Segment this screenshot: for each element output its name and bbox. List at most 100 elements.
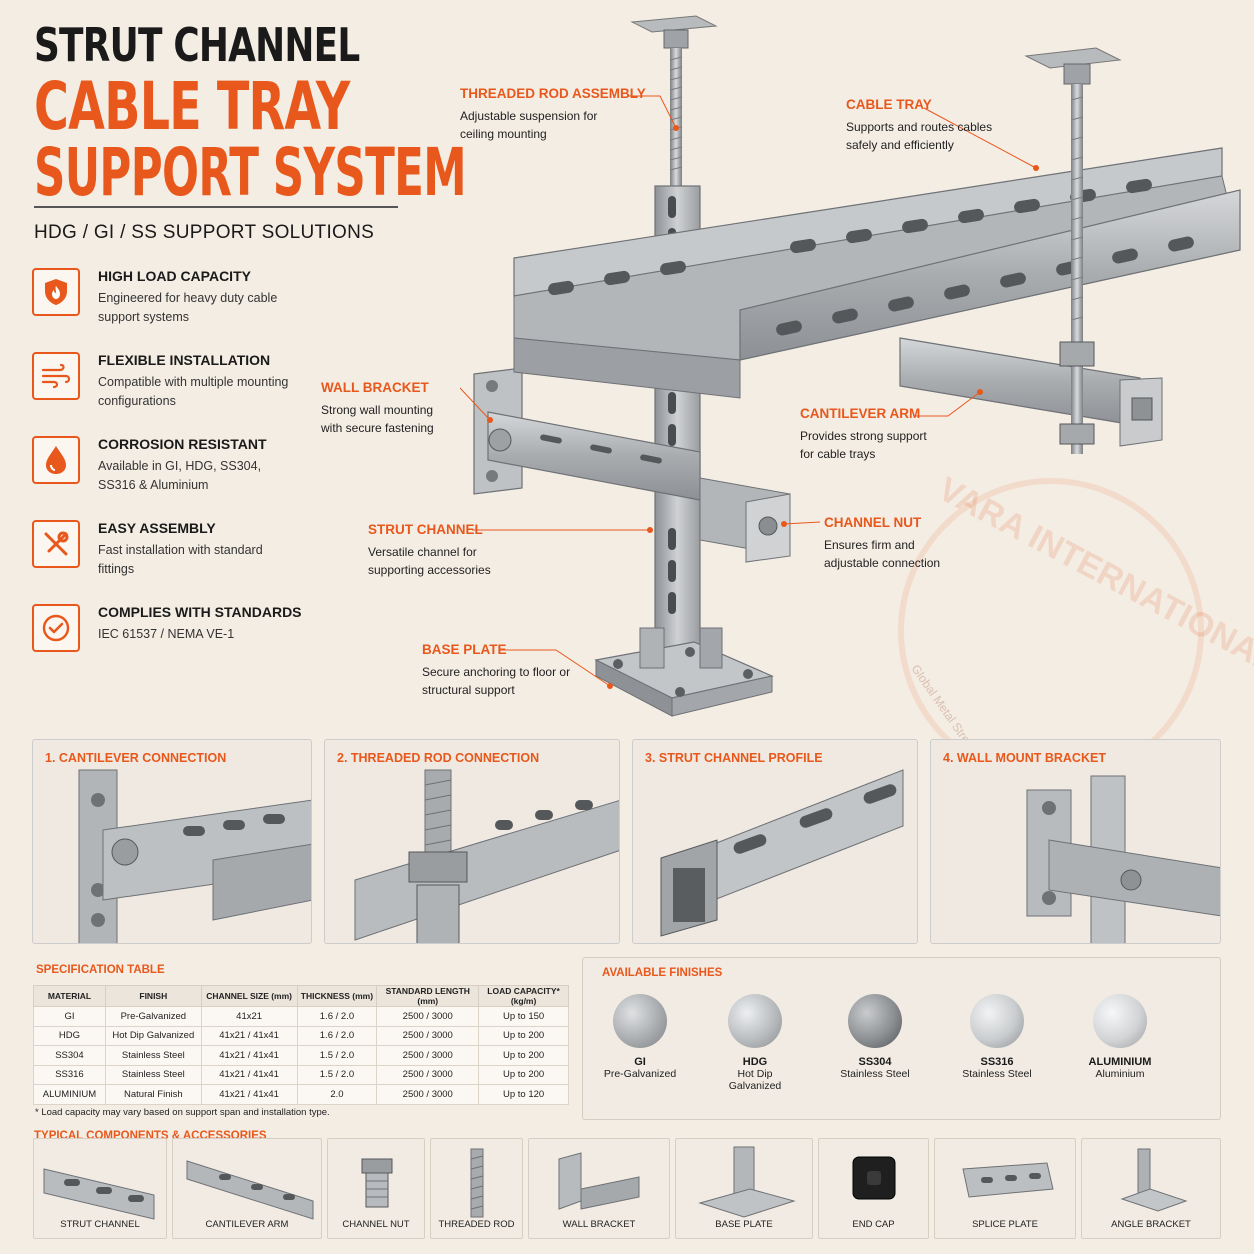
finish-swatch xyxy=(970,994,1024,1048)
check-circle-icon xyxy=(32,604,80,652)
available-finishes-panel: AVAILABLE FINISHES GI Pre-Galvanized HDG… xyxy=(582,957,1221,1120)
cell: GI xyxy=(33,1006,106,1027)
cell: 1.5 / 2.0 xyxy=(296,1045,378,1066)
component-label: END CAP xyxy=(852,1219,895,1230)
component-angle-bracket: ANGLE BRACKET xyxy=(1081,1138,1221,1239)
finish-sub: Aluminium xyxy=(1095,1068,1145,1080)
feature-title: EASY ASSEMBLY xyxy=(98,520,216,536)
wind-lines-icon xyxy=(32,352,80,400)
header-material: MATERIAL xyxy=(33,985,106,1007)
finishes-title: AVAILABLE FINISHES xyxy=(602,967,723,979)
header-thickness: THICKNESS (mm) xyxy=(296,985,378,1007)
component-label: SPLICE PLATE xyxy=(972,1219,1038,1230)
cell: Up to 200 xyxy=(478,1025,569,1046)
cell: 1.6 / 2.0 xyxy=(296,1006,378,1027)
callout-title: CABLE TRAY xyxy=(846,97,932,112)
shield-flame-icon xyxy=(32,268,80,316)
cell: Stainless Steel xyxy=(104,1064,202,1085)
threaded-rod-left xyxy=(630,15,718,198)
title-line-3: SUPPORT SYSTEM xyxy=(34,134,467,211)
component-splice-plate: SPLICE PLATE xyxy=(934,1138,1076,1239)
feature-desc: Available in GI, HDG, SS304, SS316 & Alu… xyxy=(98,459,262,492)
cell: 41x21 / 41x41 xyxy=(200,1025,298,1046)
cell: SS304 xyxy=(33,1045,106,1066)
detail-threaded-rod-connection: 2. THREADED ROD CONNECTION xyxy=(324,739,620,944)
finish-sub: Stainless Steel xyxy=(962,1068,1032,1080)
callout-desc: Versatile channel for supporting accesso… xyxy=(368,545,491,577)
callout-cantilever-arm: CANTILEVER ARM Provides strong support f… xyxy=(800,406,940,463)
callout-threaded-rod: THREADED ROD ASSEMBLY Adjustable suspens… xyxy=(460,86,646,143)
feature-desc: IEC 61537 / NEMA VE-1 xyxy=(98,627,235,641)
feature-high-load: HIGH LOAD CAPACITY Engineered for heavy … xyxy=(32,268,322,338)
cell: 41x21 xyxy=(200,1006,298,1027)
component-end-cap: END CAP xyxy=(818,1138,929,1239)
cell: 1.5 / 2.0 xyxy=(296,1064,378,1085)
component-wall-bracket: WALL BRACKET xyxy=(528,1138,670,1239)
finish-gi: GI Pre-Galvanized xyxy=(585,994,695,1080)
detail-wall-mount-bracket: 4. WALL MOUNT BRACKET xyxy=(930,739,1221,944)
feature-title: HIGH LOAD CAPACITY xyxy=(98,268,251,284)
finish-name: SS304 xyxy=(858,1056,892,1068)
component-cantilever-arm: CANTILEVER ARM xyxy=(172,1138,322,1239)
end-cap-icon xyxy=(852,1156,896,1200)
finish-sub: Pre-Galvanized xyxy=(603,1068,677,1080)
callout-title: CANTILEVER ARM xyxy=(800,406,921,421)
finish-swatch xyxy=(1093,994,1147,1048)
cell: 2500 / 3000 xyxy=(376,1064,480,1085)
cantilever-arm-icon xyxy=(186,1160,314,1220)
callout-wall-bracket: WALL BRACKET Strong wall mounting with s… xyxy=(321,380,441,437)
finish-name: HDG xyxy=(742,1056,768,1068)
subtitle: HDG / GI / SS SUPPORT SOLUTIONS xyxy=(34,222,375,243)
cell: 2500 / 3000 xyxy=(376,1084,480,1105)
component-label: BASE PLATE xyxy=(715,1219,773,1230)
cell: Hot Dip Galvanized xyxy=(104,1025,202,1046)
header-load: LOAD CAPACITY* (kg/m) xyxy=(478,985,569,1007)
callout-title: STRUT CHANNEL xyxy=(368,522,483,537)
callout-title: WALL BRACKET xyxy=(321,380,429,395)
cell: ALUMINIUM xyxy=(33,1084,106,1105)
wall-bracket-icon xyxy=(558,1152,640,1210)
cell: HDG xyxy=(33,1025,106,1046)
strut-channel-profile-illustration xyxy=(660,769,904,937)
strut-channel-icon xyxy=(43,1168,155,1220)
feature-flexible: FLEXIBLE INSTALLATION Compatible with mu… xyxy=(32,352,322,422)
cantilever-connection-illustration xyxy=(78,769,311,943)
panel-title: 4. WALL MOUNT BRACKET xyxy=(943,751,1106,765)
callout-title: CHANNEL NUT xyxy=(824,515,922,530)
callout-title: THREADED ROD ASSEMBLY xyxy=(460,86,646,101)
detail-cantilever-connection: 1. CANTILEVER CONNECTION xyxy=(32,739,312,944)
callout-desc: Adjustable suspension for ceiling mounti… xyxy=(460,109,598,141)
feature-corrosion: CORROSION RESISTANT Available in GI, HDG… xyxy=(32,436,322,506)
feature-title: CORROSION RESISTANT xyxy=(98,436,267,452)
finish-name: SS316 xyxy=(980,1056,1014,1068)
finish-swatch xyxy=(613,994,667,1048)
callout-desc: Supports and routes cables safely and ef… xyxy=(846,120,993,152)
feature-title: FLEXIBLE INSTALLATION xyxy=(98,352,271,368)
cell: 41x21 / 41x41 xyxy=(200,1084,298,1105)
support-system-illustration xyxy=(460,15,1241,717)
panel-title: 2. THREADED ROD CONNECTION xyxy=(337,751,540,765)
cell: 2500 / 3000 xyxy=(376,1025,480,1046)
cell: 1.6 / 2.0 xyxy=(296,1025,378,1046)
feature-assembly: EASY ASSEMBLY Fast installation with sta… xyxy=(32,520,322,590)
header-finish: FINISH xyxy=(104,985,202,1007)
feature-desc: Compatible with multiple mounting config… xyxy=(98,375,289,408)
base-plate-icon xyxy=(698,1146,796,1218)
cell: 41x21 / 41x41 xyxy=(200,1064,298,1085)
callout-channel-nut: CHANNEL NUT Ensures firm and adjustable … xyxy=(824,515,954,572)
cell: Stainless Steel xyxy=(104,1045,202,1066)
cell: Pre-Galvanized xyxy=(104,1006,202,1027)
cell: Up to 200 xyxy=(478,1064,569,1085)
spec-table-title: SPECIFICATION TABLE xyxy=(36,964,165,976)
threaded-rod-icon xyxy=(470,1148,484,1218)
component-base-plate: BASE PLATE xyxy=(675,1138,813,1239)
feature-title: COMPLIES WITH STANDARDS xyxy=(98,604,302,620)
cell: 2500 / 3000 xyxy=(376,1006,480,1027)
header-channel-size: CHANNEL SIZE (mm) xyxy=(200,985,298,1007)
title-line-2: CABLE TRAY xyxy=(34,68,350,145)
cell: Up to 150 xyxy=(478,1006,569,1027)
